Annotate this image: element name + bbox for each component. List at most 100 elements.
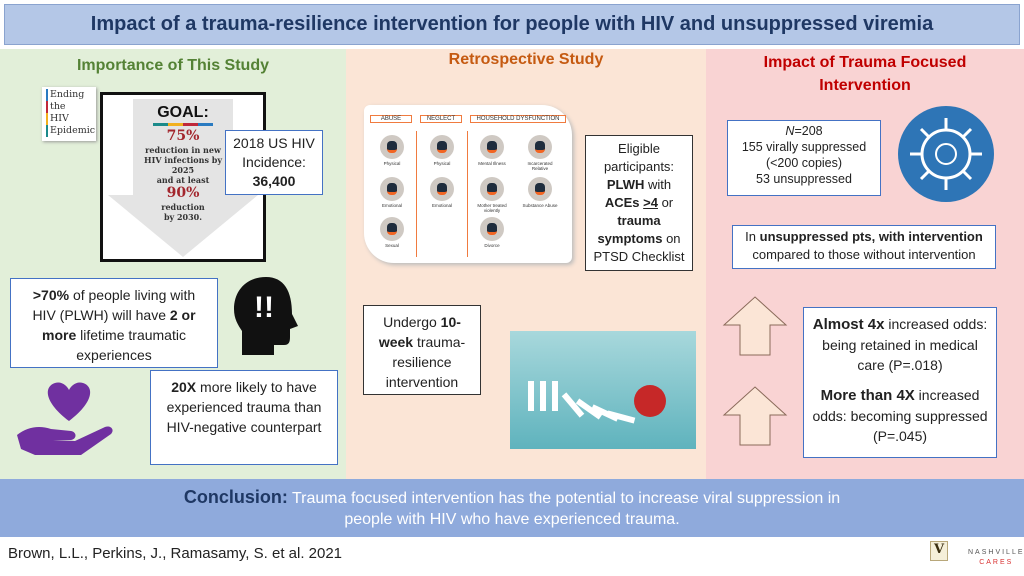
trauma-prevalence-box: >70% of people living with HIV (PLWH) wi… <box>10 278 218 368</box>
ace-item: Emotional <box>372 177 412 208</box>
incidence-line1: 2018 US HIV <box>233 135 315 151</box>
ace-cat-abuse: ABUSE <box>370 115 412 123</box>
ace-icon <box>480 177 504 201</box>
logo-line: Ending <box>46 89 92 101</box>
goal-75-pct: 75% <box>166 128 200 144</box>
incidence-box: 2018 US HIV Incidence: 36,400 <box>225 130 323 195</box>
text: In <box>745 229 760 244</box>
text: trauma-resilience intervention <box>385 334 466 390</box>
virus-icon <box>898 106 994 202</box>
text: compared to those without intervention <box>752 247 976 262</box>
ace-item: Sexual <box>372 217 412 248</box>
text: increased odds: being retained in medica… <box>822 316 988 373</box>
ace-item-label: Emotional <box>431 203 452 208</box>
ace-item: Incarcerated Relative <box>520 135 560 171</box>
conclusion-banner: Conclusion: Trauma focused intervention … <box>0 479 1024 537</box>
ace-item: Divorce <box>472 217 512 248</box>
sample-box: N=208 155 virally suppressed (<200 copie… <box>727 120 881 196</box>
ace-item-label: Physical <box>383 161 401 166</box>
ace-item: Substance Abuse <box>520 177 560 208</box>
bold-text: Almost 4x <box>812 316 885 333</box>
ace-item-label: Mental Illness <box>478 161 506 166</box>
ace-icon <box>380 177 404 201</box>
ace-icon <box>528 135 552 159</box>
incidence-line2: Incidence: <box>242 154 306 170</box>
bold-text: unsuppressed pts, with intervention <box>759 229 983 244</box>
bold-text: trauma symptoms <box>597 213 663 246</box>
ace-item-label: Sexual <box>385 243 399 248</box>
logo-line: the <box>46 101 92 113</box>
ace-cat-household: HOUSEHOLD DYSFUNCTION <box>470 115 566 123</box>
up-arrow-icon <box>722 296 788 356</box>
n-value: =208 <box>794 124 823 138</box>
ace-item-label: Emotional <box>381 203 402 208</box>
text: Eligible participants: <box>603 141 675 174</box>
domino-virus-image <box>510 331 696 449</box>
goal-text-2: reduction by 2030. <box>161 202 205 222</box>
bold-text: ACEs <box>604 195 644 210</box>
importance-panel: Importance of This Study GOAL: 75% reduc… <box>0 49 346 479</box>
retrospective-panel: Retrospective Study ABUSE NEGLECT HOUSEH… <box>346 49 706 479</box>
bold-text: PLWH <box>606 177 645 192</box>
retrospective-heading: Retrospective Study <box>448 51 604 68</box>
ace-item-label: Incarcerated Relative <box>527 161 553 171</box>
logo-line: HIV <box>46 113 92 125</box>
goal-90-pct: 90% <box>166 185 200 201</box>
logo-text: NASHVILLE <box>968 549 1024 556</box>
ace-icon <box>480 135 504 159</box>
eligibility-box: Eligible participants: PLWH with ACEs >4… <box>585 135 693 271</box>
down-arrow-icon <box>108 99 258 257</box>
text: or <box>657 195 674 210</box>
twenty-x-box: 20X more likely to have experienced trau… <box>150 370 338 465</box>
hand-heart-icon <box>17 382 113 455</box>
page-title: Impact of a trauma-resilience interventi… <box>4 4 1020 45</box>
ace-icon <box>528 177 552 201</box>
ace-item: Physical <box>372 135 412 166</box>
text: increased odds: becoming suppressed (P=.… <box>812 387 988 444</box>
text: more likely to have experienced trauma t… <box>166 379 322 435</box>
text: lifetime traumatic experiences <box>76 327 186 363</box>
goal-label: GOAL: <box>157 104 209 121</box>
text: Undergo <box>383 314 441 330</box>
importance-heading: Importance of This Study <box>76 57 269 74</box>
ace-item-label: Physical <box>433 161 451 166</box>
logo-line: Epidemic <box>46 125 95 137</box>
bold-text: 10-week <box>378 314 461 350</box>
bold-text: 2 or more <box>42 307 196 343</box>
ace-item: Physical <box>422 135 462 166</box>
ace-item-label: Mother treated violently <box>477 203 507 213</box>
unsuppressed-count: 53 unsuppressed <box>756 172 852 186</box>
text: on PTSD Checklist <box>593 231 685 264</box>
bold-text: >4 <box>643 195 658 210</box>
svg-text:!!: !! <box>254 291 274 324</box>
head-exclamation-icon: !! <box>234 277 298 355</box>
comparison-box: In unsuppressed pts, with intervention c… <box>732 225 996 269</box>
vanderbilt-logo: V <box>930 541 948 561</box>
ending-hiv-logo: Ending the HIV Epidemic <box>42 87 96 141</box>
incidence-value: 36,400 <box>252 173 296 189</box>
ace-icon <box>430 177 454 201</box>
ace-item: Mother treated violently <box>472 177 512 213</box>
ace-icon <box>480 217 504 241</box>
ace-item-label: Substance Abuse <box>522 203 558 208</box>
ace-item: Mental Illness <box>472 135 512 166</box>
results-box: Almost 4x increased odds: being retained… <box>803 307 997 458</box>
ace-icon <box>380 135 404 159</box>
nashville-cares-logo: NASHVILLE CARES <box>968 548 1024 568</box>
impact-panel: Impact of Trauma Focused Intervention N=… <box>706 49 1024 479</box>
ace-item-label: Divorce <box>484 243 500 248</box>
intervention-box: Undergo 10-week trauma-resilience interv… <box>363 305 481 395</box>
conclusion-text: Trauma focused intervention has the pote… <box>287 489 841 528</box>
ace-cat-neglect: NEGLECT <box>420 115 462 123</box>
bold-text: More than 4X <box>820 387 915 404</box>
logo-text: CARES <box>979 559 1014 566</box>
ace-icon <box>430 135 454 159</box>
ace-categories-graphic: ABUSE NEGLECT HOUSEHOLD DYSFUNCTION Phys… <box>364 105 572 263</box>
up-arrow-icon <box>722 386 788 446</box>
conclusion-label: Conclusion: <box>183 486 288 507</box>
citation: Brown, L.L., Perkins, J., Ramasamy, S. e… <box>8 545 343 562</box>
suppressed-threshold: (<200 copies) <box>765 156 843 170</box>
ace-icon <box>380 217 404 241</box>
suppressed-count: 155 virally suppressed <box>741 140 867 154</box>
text: with <box>644 177 672 192</box>
